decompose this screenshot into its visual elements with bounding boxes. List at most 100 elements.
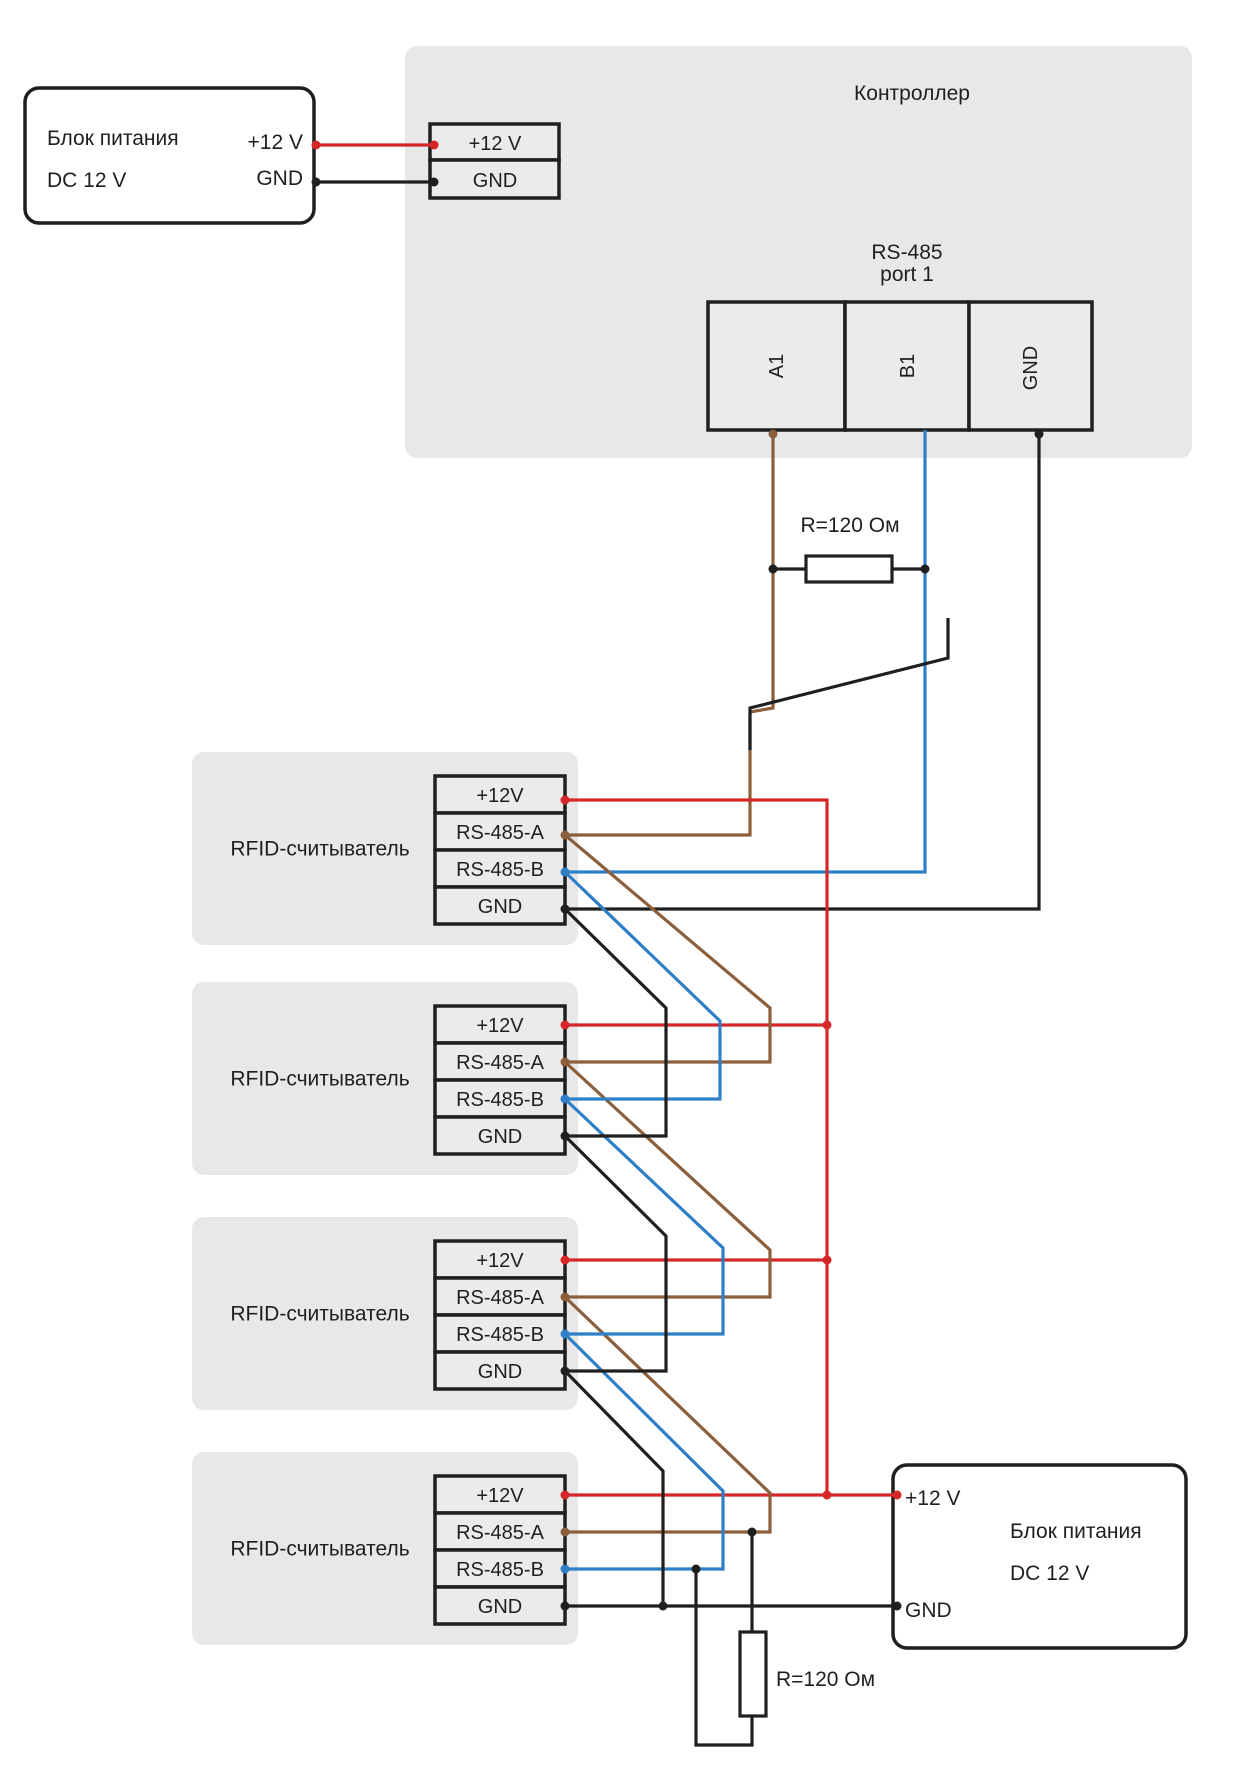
psu-top-pin-gnd: GND bbox=[256, 167, 303, 190]
rfid-reader-terminal-label: RS-485-A bbox=[456, 1052, 544, 1074]
junction-dot bbox=[892, 1490, 902, 1500]
rs485-terminal-gnd-label: GND bbox=[1020, 346, 1042, 390]
rfid-reader-terminal-label: GND bbox=[478, 1126, 522, 1148]
psu-top-spec: DC 12 V bbox=[47, 169, 126, 192]
psu-top-box bbox=[23, 86, 316, 225]
junction-dot bbox=[560, 1329, 570, 1339]
rfid-reader-terminal bbox=[433, 1585, 567, 1626]
rfid-reader-name: RFID-считыватель bbox=[230, 1303, 409, 1326]
junction-dot bbox=[560, 1255, 570, 1265]
resistor-top-label: R=120 Ом bbox=[800, 514, 899, 537]
junction-dot bbox=[311, 140, 321, 150]
junction-dot bbox=[560, 1094, 570, 1104]
junction-dot bbox=[560, 1490, 570, 1500]
junction-dot bbox=[822, 1020, 832, 1030]
junction-dot bbox=[311, 177, 321, 187]
wire-b-r3-r4 bbox=[563, 1332, 725, 1571]
psu-bottom-pin-12v: +12 V bbox=[905, 1487, 960, 1510]
wire-gnd-r3-r4 bbox=[563, 1369, 665, 1606]
rfid-reader-terminal-label: GND bbox=[478, 1361, 522, 1383]
junction-dot bbox=[560, 904, 570, 914]
wire-gnd-r2-r3 bbox=[563, 1134, 668, 1373]
rfid-reader-terminal bbox=[433, 1313, 567, 1354]
rfid-reader-terminal-label: RS-485-A bbox=[456, 1287, 544, 1309]
rfid-reader-4: RFID-считыватель +12V RS-485-A RS-485-B GND bbox=[192, 1452, 578, 1645]
rfid-reader-terminal-label: +12V bbox=[476, 1015, 524, 1037]
junction-dot bbox=[768, 564, 778, 574]
junction-dot bbox=[560, 1527, 570, 1537]
wire-a1-to-reader1 bbox=[565, 434, 775, 837]
junction-dot bbox=[768, 429, 778, 439]
rfid-reader-terminal-label: RS-485-B bbox=[456, 859, 544, 881]
psu-bottom-box bbox=[891, 1463, 1188, 1650]
controller-terminal-12v-label: +12 V bbox=[469, 133, 522, 155]
psu-bottom-pin-gnd: GND bbox=[905, 1599, 952, 1622]
rfid-reader-terminal-label: RS-485-A bbox=[456, 822, 544, 844]
rfid-reader-terminal-label: GND bbox=[478, 1596, 522, 1618]
rfid-reader-terminal-label: +12V bbox=[476, 1485, 524, 1507]
rfid-reader-name: RFID-считыватель bbox=[230, 1538, 409, 1561]
rs485-port-label: port 1 bbox=[880, 263, 934, 286]
rfid-reader-terminal bbox=[433, 1350, 567, 1391]
resistor-bottom-lead-b bbox=[694, 1569, 754, 1747]
rfid-reader-3: RFID-считыватель +12V RS-485-A RS-485-B GND bbox=[192, 1217, 578, 1410]
rs485-terminal-b1-label: B1 bbox=[897, 354, 919, 378]
rfid-reader-terminal-label: GND bbox=[478, 896, 522, 918]
rfid-reader-terminal bbox=[433, 1239, 567, 1280]
psu-top: Блок питания DC 12 V +12 V GND bbox=[23, 86, 316, 225]
rfid-reader-terminal-label: RS-485-A bbox=[456, 1522, 544, 1544]
controller-terminal-gnd-label: GND bbox=[473, 170, 517, 192]
junction-dots bbox=[311, 140, 1044, 1611]
wire-b-r2-r3 bbox=[563, 1097, 725, 1336]
junction-dot bbox=[560, 795, 570, 805]
junction-dot bbox=[560, 1601, 570, 1611]
rfid-reader-terminal-label: RS-485-B bbox=[456, 1559, 544, 1581]
rfid-reader-terminal bbox=[433, 774, 567, 815]
rfid-reader-terminal-label: RS-485-B bbox=[456, 1089, 544, 1111]
controller-title: Контроллер bbox=[854, 82, 970, 105]
controller-terminal-gnd bbox=[428, 158, 561, 200]
rfid-reader-terminal-label: RS-485-B bbox=[456, 1324, 544, 1346]
psu-bottom-name: Блок питания bbox=[1010, 1520, 1142, 1543]
junction-dot bbox=[560, 830, 570, 840]
junction-dot bbox=[560, 1292, 570, 1302]
wire-power-bus bbox=[565, 798, 897, 1497]
junction-dot bbox=[1034, 429, 1044, 439]
wire-gnd-r1-r2 bbox=[563, 907, 668, 1138]
controller-terminal-12v bbox=[428, 122, 561, 162]
rs485-terminal-a1-label: A1 bbox=[766, 354, 788, 378]
junction-dot bbox=[429, 140, 439, 150]
rfid-reader-name: RFID-считыватель bbox=[230, 838, 409, 861]
rs485-title: RS-485 bbox=[871, 241, 942, 264]
junction-dot bbox=[892, 1601, 902, 1611]
wire-b1-to-reader1 bbox=[565, 430, 927, 874]
junction-dot bbox=[560, 1131, 570, 1141]
junction-dot bbox=[658, 1601, 668, 1611]
controller: Контроллер +12 V GND RS-485 port 1 A1 B1… bbox=[405, 46, 1192, 458]
resistor-top bbox=[804, 554, 894, 584]
wire-b-r1-r2 bbox=[563, 870, 722, 1101]
psu-bottom-spec: DC 12 V bbox=[1010, 1562, 1089, 1585]
junction-dot bbox=[691, 1564, 701, 1574]
rfid-reader-terminal bbox=[433, 1276, 567, 1317]
junction-dot bbox=[560, 867, 570, 877]
rfid-reader-terminal-label: +12V bbox=[476, 1250, 524, 1272]
rfid-reader-2: RFID-считыватель +12V RS-485-A RS-485-B GND bbox=[192, 982, 578, 1175]
junction-dot bbox=[747, 1527, 757, 1537]
junction-dot bbox=[822, 1490, 832, 1500]
rfid-reader-name: RFID-считыватель bbox=[230, 1068, 409, 1091]
wire-a-r3-r4 bbox=[563, 1295, 772, 1534]
psu-top-pin-12v: +12 V bbox=[248, 131, 303, 154]
junction-dot bbox=[560, 1020, 570, 1030]
psu-top-name: Блок питания bbox=[47, 127, 179, 150]
wires bbox=[316, 143, 1041, 1747]
junction-dot bbox=[560, 1366, 570, 1376]
rfid-reader-terminal bbox=[433, 1474, 567, 1515]
wire-gnd-to-reader1 bbox=[565, 434, 1041, 911]
resistor-bottom-label: R=120 Ом bbox=[776, 1668, 875, 1691]
rfid-reader-terminal-label: +12V bbox=[476, 785, 524, 807]
rs485-terminal-gnd bbox=[967, 300, 1094, 432]
junction-dot bbox=[560, 1564, 570, 1574]
junction-dot bbox=[560, 1057, 570, 1067]
